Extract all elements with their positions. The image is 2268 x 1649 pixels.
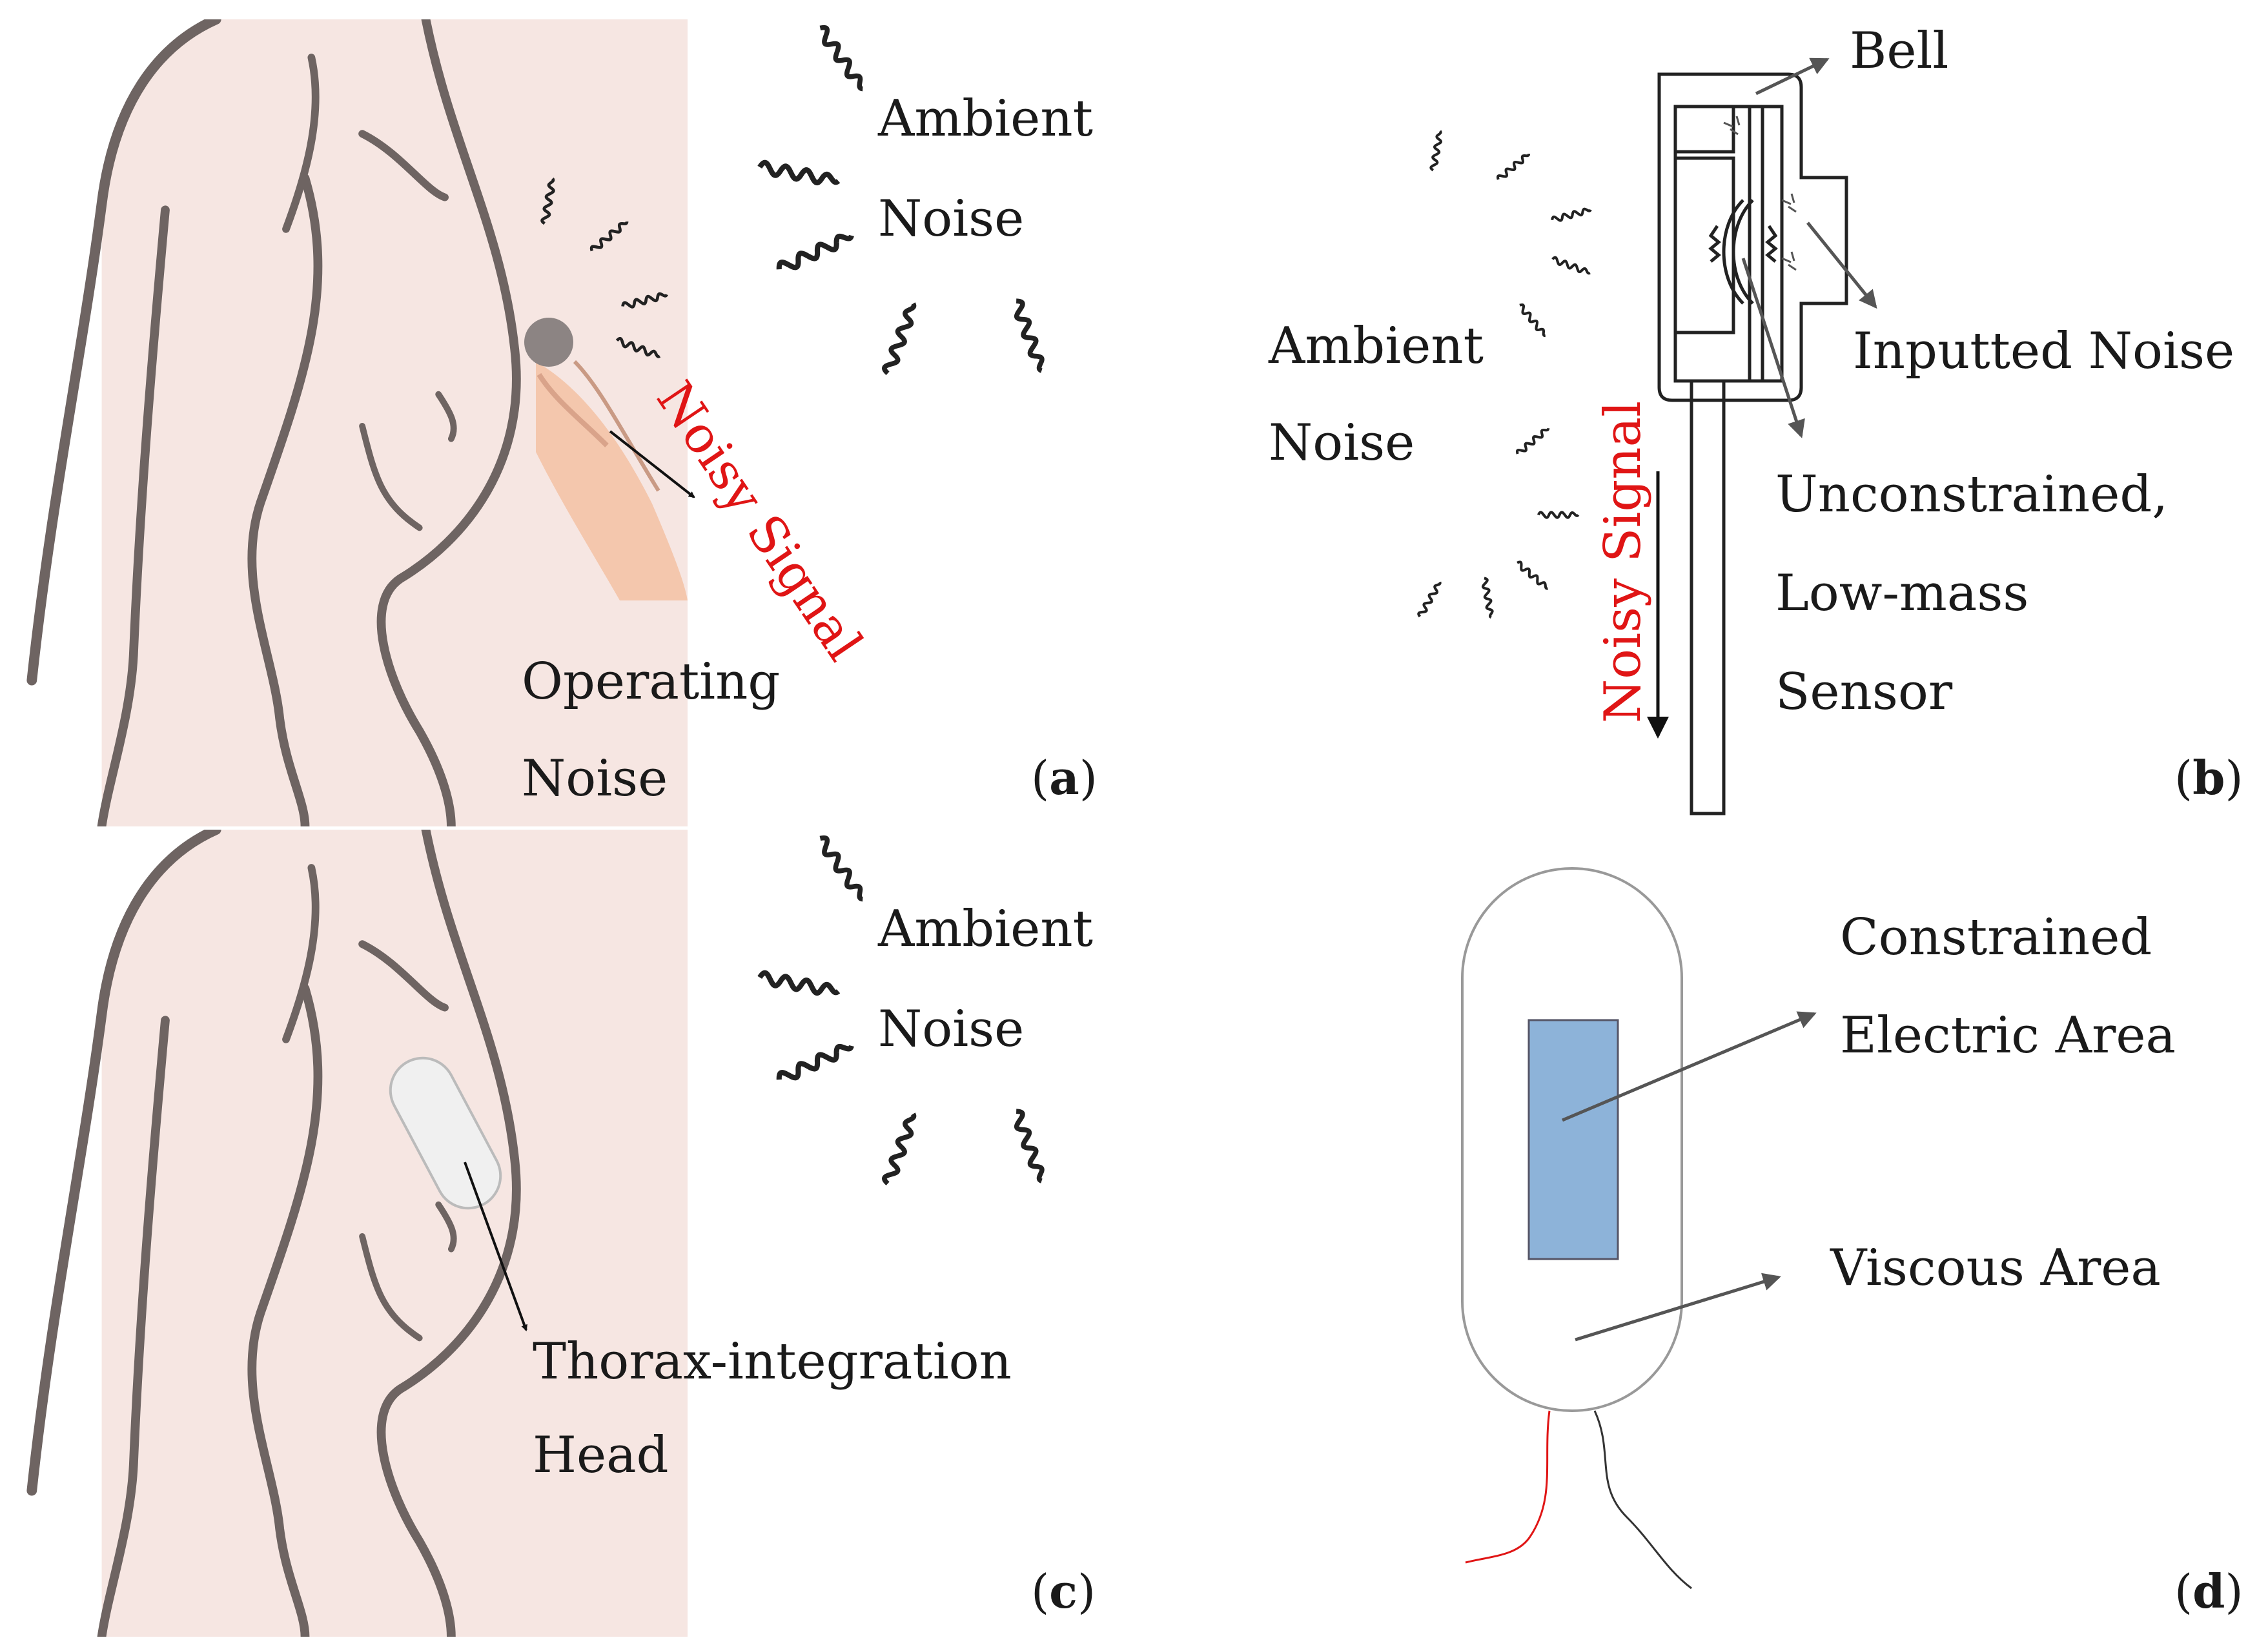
panel-letter-c: (c) <box>1031 1564 1096 1619</box>
bell-arrow <box>1755 57 1830 96</box>
sensor-label-2: Low-mass <box>1775 564 2028 622</box>
mask-a <box>688 19 817 833</box>
panel-letter-a: (a) <box>1031 750 1098 805</box>
thorax-head-label-1: Thorax-integration <box>533 1333 1012 1391</box>
constrained-label-1: Constrained <box>1840 908 2152 967</box>
operating-noise-label-1: Operating <box>522 653 780 711</box>
ambient-noise-label-a-1: Ambient <box>877 90 1093 148</box>
mask-c <box>688 830 817 1643</box>
red-wire <box>1465 1410 1551 1564</box>
bell-label: Bell <box>1850 22 1948 80</box>
panel-d: Constrained Electric Area Viscous Area (… <box>1461 867 2243 1619</box>
ambient-noise-label-c-2: Noise <box>878 1000 1024 1058</box>
inputted-noise-label: Inputted Noise <box>1853 322 2234 380</box>
noisy-signal-arrow-a <box>609 430 695 498</box>
constrained-electric-area <box>1527 1019 1619 1260</box>
sensor-label-3: Sensor <box>1775 663 1953 721</box>
panel-letter-d: (d) <box>2174 1564 2243 1619</box>
thorax-integration-head-icon <box>389 1056 502 1210</box>
viscous-area-label: Viscous Area <box>1830 1239 2161 1297</box>
panel-a: Noisy Signal Ambient Noise Operating Noi… <box>32 19 1098 833</box>
ambient-noise-label-a-2: Noise <box>878 190 1024 248</box>
panel-letter-b: (b) <box>2174 750 2243 805</box>
ambient-noise-label-c-1: Ambient <box>877 900 1093 958</box>
sensor-arrow <box>1741 258 1805 438</box>
electric-area-arrow <box>1562 1011 1817 1122</box>
viscous-area-arrow <box>1575 1273 1781 1342</box>
panel-c: Ambient Noise Thorax-integration Head (c… <box>32 830 1096 1643</box>
noise-ticks-b <box>1723 116 1797 271</box>
stethoscope-hand-a <box>524 318 688 600</box>
panel-b: Noisy Signal Bell Ambient Noise Inputted… <box>1268 22 2243 815</box>
sensor-label-1: Unconstrained, <box>1775 466 2168 524</box>
head-arrow <box>464 1162 527 1331</box>
inputted-noise-arrow <box>1806 221 1877 309</box>
constrained-label-2: Electric Area <box>1840 1007 2176 1065</box>
black-wire <box>1593 1410 1692 1590</box>
noisy-signal-label-b: Noisy Signal <box>1594 401 1652 723</box>
ambient-noise-label-b-2: Noise <box>1269 414 1415 472</box>
thorax-head-label-2: Head <box>533 1426 669 1484</box>
operating-noise-label-2: Noise <box>522 750 668 808</box>
chest-piece-icon <box>524 318 573 367</box>
ambient-noise-label-b-1: Ambient <box>1268 317 1484 375</box>
stethoscope-cross-section <box>1657 72 1848 815</box>
